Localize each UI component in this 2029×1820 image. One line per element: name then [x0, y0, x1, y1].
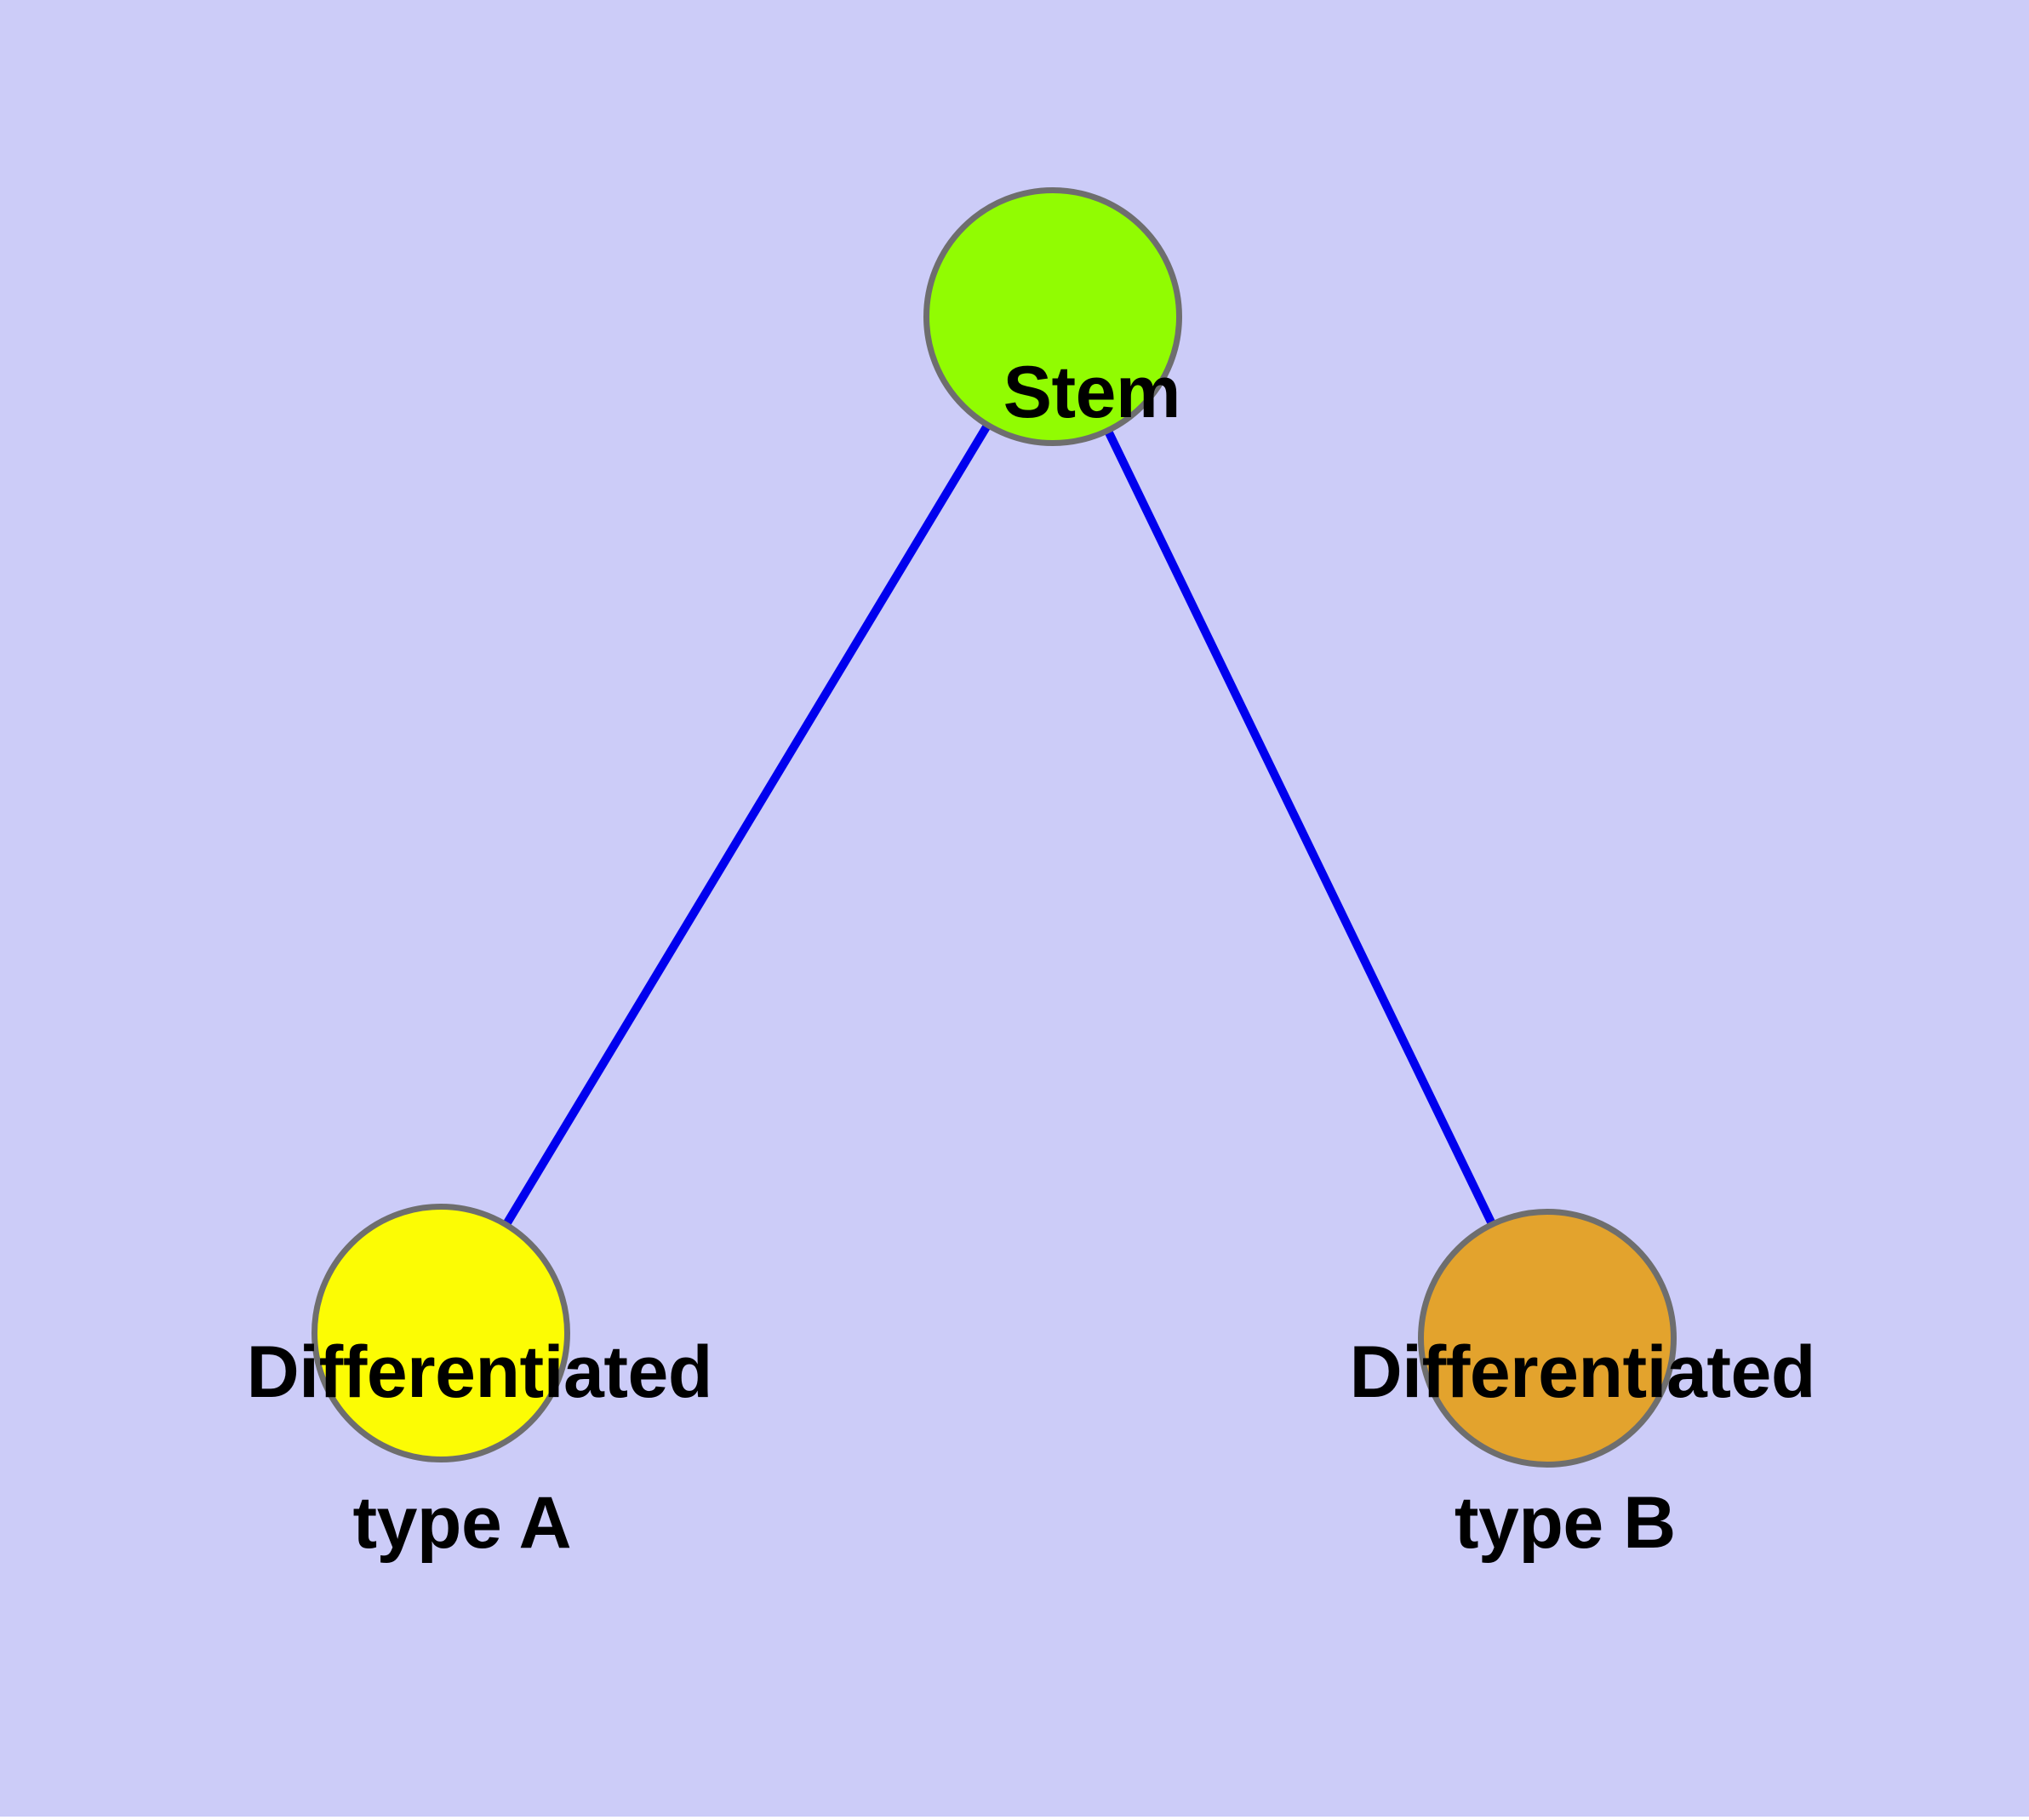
node-differentiated-type-b[interactable]: [1418, 1209, 1677, 1468]
edge-stem-to-diff-a[interactable]: [437, 314, 1057, 1336]
edge-stem-to-diff-b[interactable]: [1049, 314, 1552, 1341]
node-differentiated-type-a[interactable]: [311, 1204, 570, 1462]
node-stem[interactable]: [923, 187, 1182, 446]
